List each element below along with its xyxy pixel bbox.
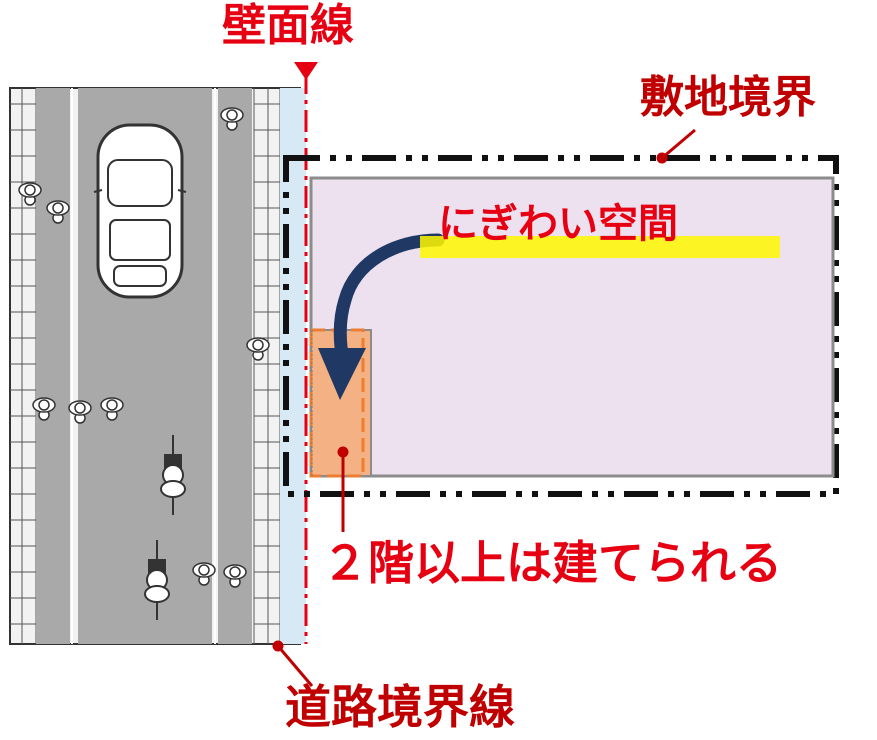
site-boundary-label: 敷地境界 bbox=[640, 72, 816, 123]
pedestrian-icon bbox=[223, 564, 247, 588]
pedestrian-icon bbox=[246, 337, 270, 361]
road-lane-3 bbox=[218, 88, 252, 644]
road-boundary-label: 道路境界線 bbox=[285, 680, 515, 734]
car-icon bbox=[93, 123, 187, 299]
lively-space-label: にぎわい空間 bbox=[438, 201, 678, 247]
leader-lines bbox=[272, 128, 696, 687]
pedestrian-icon bbox=[46, 200, 70, 224]
arrow-icon bbox=[318, 233, 445, 400]
upper-floors-label: ２階以上は建てられる bbox=[322, 536, 782, 590]
bicycle-icon bbox=[160, 435, 186, 515]
wall-line-label: 壁面線 bbox=[222, 0, 354, 51]
pedestrian-icon bbox=[192, 562, 216, 586]
road-lane-1 bbox=[36, 88, 70, 644]
wall-line bbox=[294, 62, 318, 644]
pedestrian-icon bbox=[220, 107, 244, 131]
pedestrian-icon bbox=[68, 400, 92, 424]
label-highlight bbox=[420, 236, 780, 258]
bicycle-icon bbox=[144, 540, 170, 620]
site-boundary bbox=[283, 155, 839, 497]
pedestrian-icon bbox=[100, 397, 124, 421]
pedestrian-icon bbox=[18, 182, 42, 206]
building-footprint bbox=[309, 176, 835, 478]
pedestrian-icon bbox=[32, 397, 56, 421]
